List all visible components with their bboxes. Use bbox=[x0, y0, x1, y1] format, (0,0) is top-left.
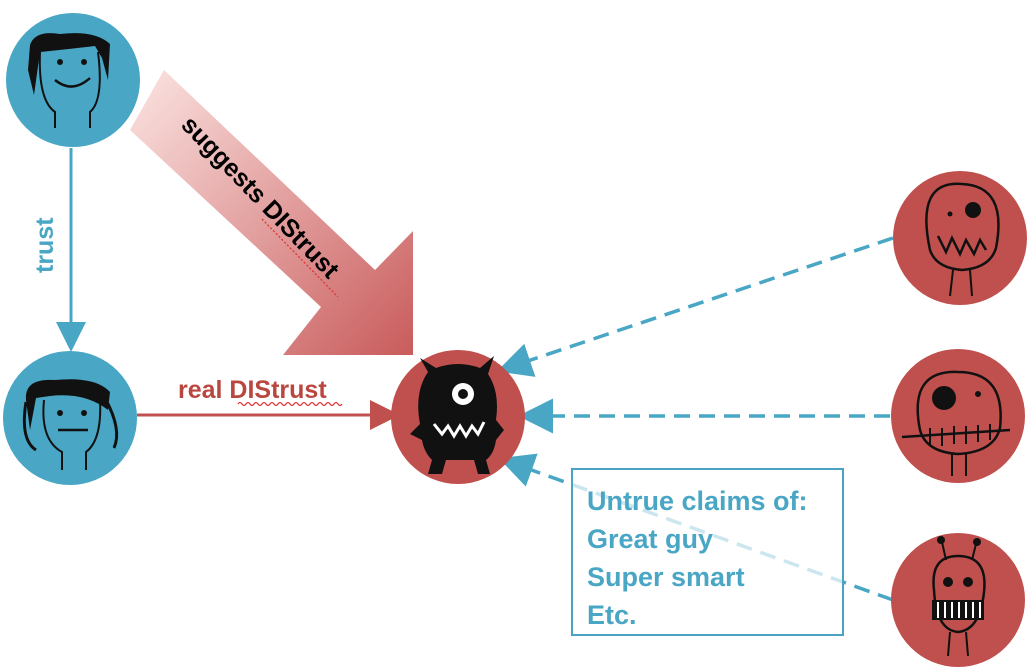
claims-line: Great guy bbox=[587, 524, 714, 554]
real-distrust-label: real DIStrust bbox=[178, 376, 327, 404]
spellcheck-underline bbox=[237, 401, 343, 407]
claims-line: Etc. bbox=[587, 600, 637, 630]
monster-icon bbox=[391, 350, 525, 484]
suggests-distrust-arrow bbox=[130, 70, 413, 355]
trust-label: trust bbox=[31, 217, 59, 273]
fanged-face-icon bbox=[893, 171, 1027, 305]
claims-line: Untrue claims of: bbox=[587, 486, 808, 516]
stitched-mouth-face-icon bbox=[891, 349, 1025, 483]
accusation-arrow-1 bbox=[496, 236, 894, 377]
suggests-distrust-label: suggests DIStrust bbox=[176, 111, 345, 285]
smiling-person-face-icon bbox=[6, 13, 140, 147]
antenna-robot-face-icon bbox=[891, 533, 1025, 667]
claims-line: Super smart bbox=[587, 562, 745, 592]
neutral-person-face-icon bbox=[3, 351, 137, 485]
untrue-claims-box: Untrue claims of: Great guy Super smart … bbox=[571, 468, 844, 636]
